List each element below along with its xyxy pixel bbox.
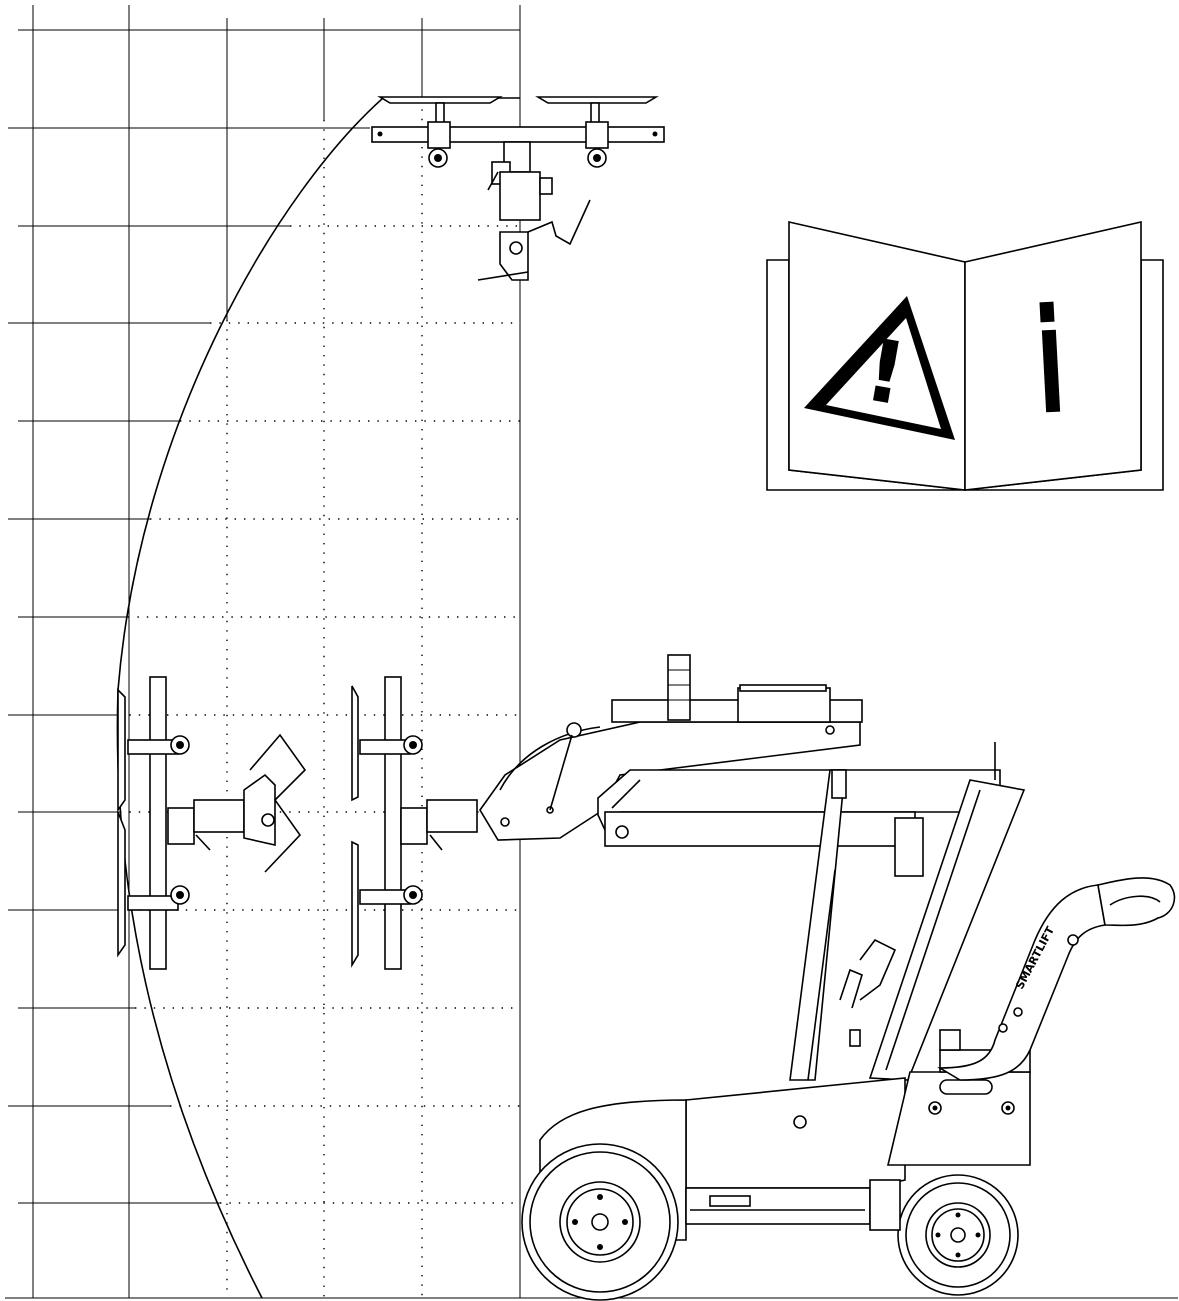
rear-fork [869, 1179, 901, 1231]
lift-boom [479, 654, 1001, 877]
tiller-handle: SMARTLIFT [937, 877, 1176, 1081]
brand-logo-icon [1067, 934, 1079, 946]
lift-mast [789, 742, 1026, 1081]
chassis-body [685, 1077, 906, 1189]
hydraulic-cylinder [604, 811, 916, 847]
suction-pad-right [535, 96, 659, 104]
suction-head-overhead [371, 96, 665, 281]
information-icon [1039, 301, 1061, 413]
boom-arm-upper [479, 721, 861, 841]
vertical-beam [149, 676, 167, 970]
rotation-motor [167, 807, 195, 845]
suction-head-extended [117, 676, 307, 970]
crossbeam [371, 126, 665, 143]
read-manual-sign: ! [766, 220, 1164, 491]
suction-head-retracted [351, 676, 478, 970]
reach-dotted-grid [120, 100, 520, 1298]
vertical-beam [384, 676, 402, 970]
grid-vertical-lines [32, 5, 521, 1298]
signal-light [667, 654, 691, 721]
suction-pad-left [377, 96, 503, 104]
control-box [737, 687, 831, 723]
tiller-grip [1097, 877, 1176, 927]
front-wheel [521, 1143, 679, 1301]
rear-wheel [869, 1174, 1019, 1296]
rotation-motor [400, 807, 428, 845]
